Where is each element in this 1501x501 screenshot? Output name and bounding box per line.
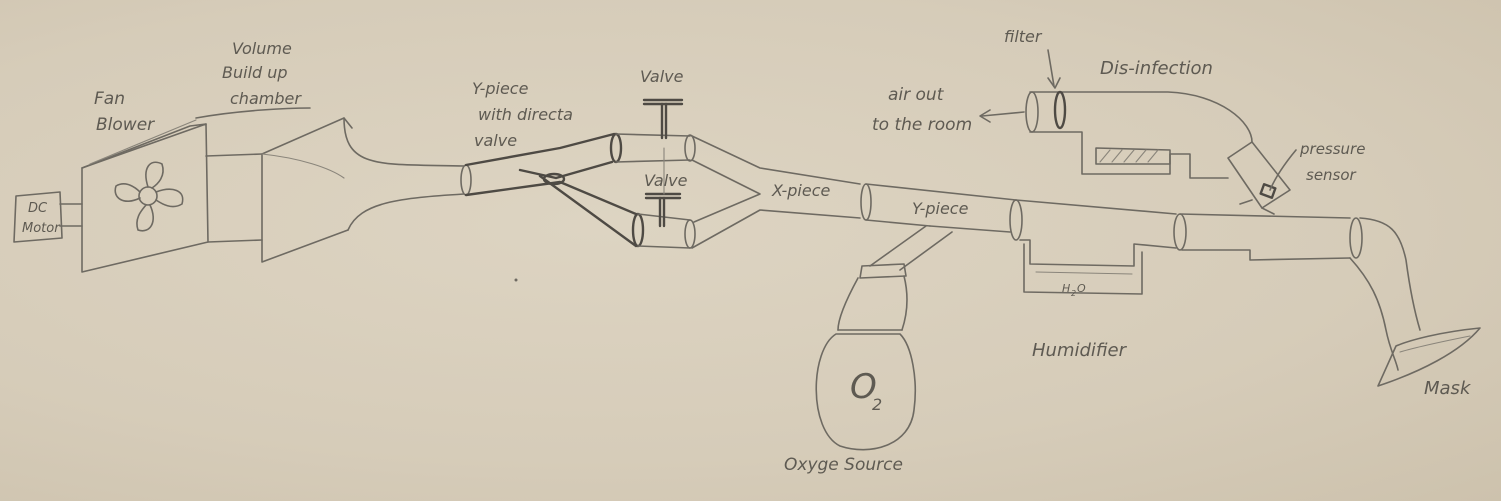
valve-top-icon (644, 100, 682, 138)
pressure-sensor-label: pressure sensor (1299, 140, 1370, 184)
y-piece-valve-label: Y-piece with directa valve (472, 79, 578, 150)
disinfection-label: Dis-infection (1100, 58, 1213, 79)
fan-blower-label: Fan Blower (94, 89, 155, 135)
volume-chamber-label: Volume Build up chamber (222, 39, 302, 108)
h2o-label: H (1062, 282, 1070, 295)
fan-blower (82, 120, 262, 272)
humidifier-label: Humidifier (1032, 340, 1128, 361)
valve-bottom-icon (646, 194, 680, 226)
y-piece-label: Y-piece (912, 199, 969, 218)
oxygen-source-label: Oxyge Source (784, 455, 903, 475)
dc-motor-label: DC Motor (22, 201, 61, 236)
mask-pipe (1180, 214, 1420, 370)
y-piece-valve (461, 134, 643, 246)
stray-mark (515, 279, 518, 282)
filter-label: filter (1004, 27, 1043, 46)
oxygen-source: O 2 (816, 264, 915, 450)
h2o-label-end: O (1077, 282, 1086, 295)
y-piece-main (866, 184, 1022, 270)
mask-label: Mask (1424, 378, 1472, 399)
x-piece-label: X-piece (771, 181, 831, 200)
filter-arrow-icon (1048, 50, 1060, 88)
valve-bottom-label: Valve (644, 171, 688, 190)
pressure-sensor-icon (1261, 184, 1276, 198)
h2o-subscript: 2 (1071, 289, 1076, 298)
air-out-arrow-icon (980, 110, 1024, 122)
o2-subscript: 2 (872, 395, 882, 414)
humidifier: H 2 O (1016, 200, 1186, 298)
valve-top-label: Valve (640, 67, 684, 86)
disinfection-chamber (1026, 92, 1290, 214)
air-out-label: air out to the room (872, 85, 972, 135)
fan-icon (115, 162, 182, 231)
volume-chamber (196, 108, 464, 262)
